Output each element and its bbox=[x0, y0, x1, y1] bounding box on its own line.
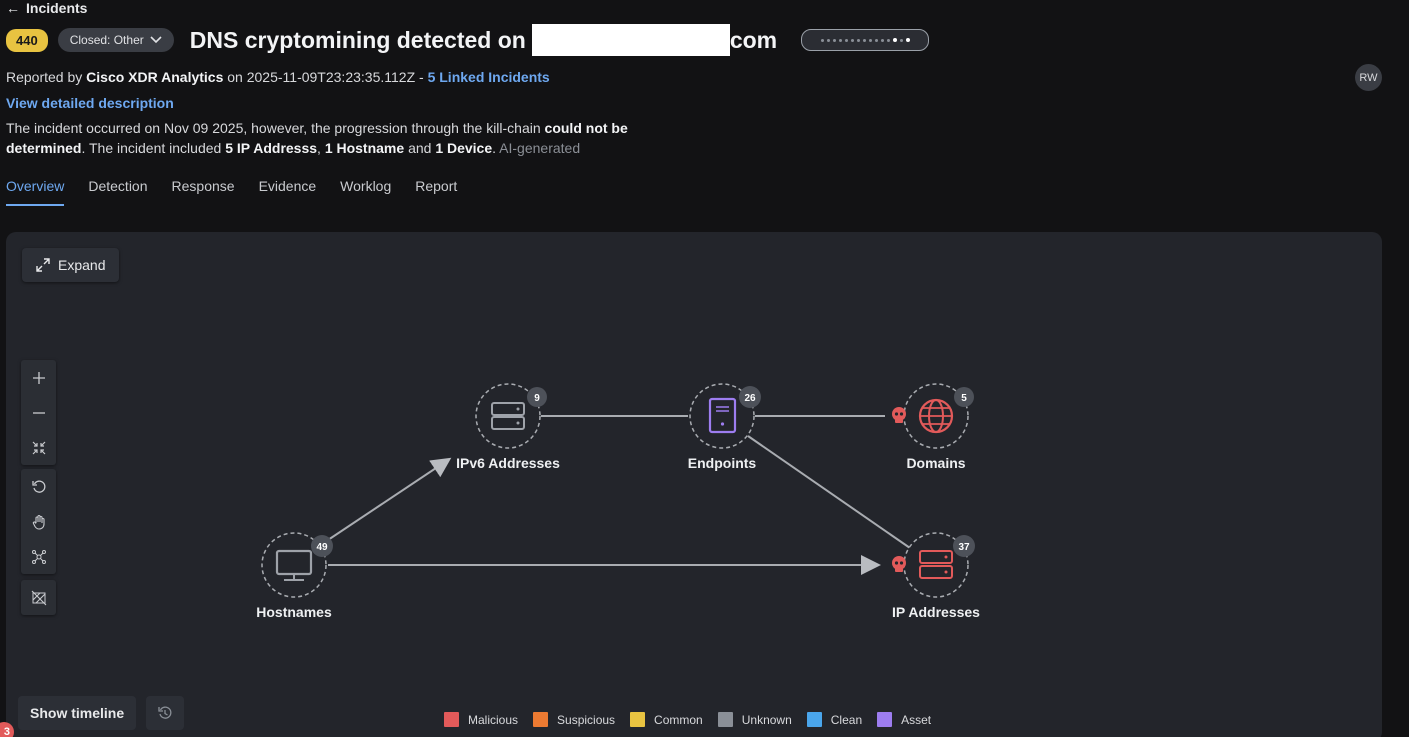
expand-button[interactable]: Expand bbox=[22, 248, 120, 282]
legend-swatch bbox=[444, 712, 459, 727]
skull-icon bbox=[892, 556, 906, 572]
node-domains[interactable]: 5 Domains bbox=[892, 383, 974, 471]
node-count: 49 bbox=[316, 542, 328, 553]
edge-hostnames-ipv6 bbox=[327, 457, 452, 541]
incident-summary: The incident occurred on Nov 09 2025, ho… bbox=[6, 120, 628, 156]
node-ip-addresses[interactable]: 37 IP Addresses bbox=[892, 532, 980, 620]
notification-count-badge[interactable]: 3 bbox=[0, 722, 14, 737]
linked-incidents-link[interactable]: 5 Linked Incidents bbox=[427, 69, 550, 85]
reporter-source: Cisco XDR Analytics bbox=[86, 69, 224, 85]
node-count: 9 bbox=[534, 393, 540, 404]
status-dropdown[interactable]: Closed: Other bbox=[57, 28, 174, 52]
legend-swatch bbox=[877, 712, 893, 727]
status-label: Closed: Other bbox=[69, 33, 144, 47]
node-label: Endpoints bbox=[688, 455, 757, 471]
node-label: IPv6 Addresses bbox=[456, 455, 560, 471]
reset-icon bbox=[31, 479, 45, 493]
layout-icon bbox=[31, 549, 46, 564]
zoom-in-button[interactable] bbox=[21, 360, 56, 395]
tab-report[interactable]: Report bbox=[415, 178, 458, 194]
server-icon bbox=[919, 550, 953, 579]
node-label: IP Addresses bbox=[892, 604, 980, 620]
legend-swatch bbox=[806, 712, 822, 727]
page-title: DNS cryptomining detected on com bbox=[190, 24, 777, 56]
pan-hand-icon bbox=[32, 514, 45, 530]
device-icon bbox=[708, 397, 737, 434]
node-label: Hostnames bbox=[256, 604, 332, 620]
back-label: Incidents bbox=[26, 0, 88, 16]
redacted-domain bbox=[531, 24, 730, 56]
server-icon bbox=[491, 402, 525, 430]
tab-worklog[interactable]: Worklog bbox=[340, 178, 392, 194]
node-ipv6-addresses[interactable]: 9 IPv6 Addresses bbox=[456, 383, 560, 471]
progress-dots-indicator bbox=[801, 29, 930, 51]
ai-generated-label: AI-generated bbox=[499, 140, 581, 156]
legend-swatch bbox=[717, 712, 733, 727]
legend-swatch bbox=[630, 712, 646, 727]
fit-icon bbox=[32, 441, 45, 454]
history-button[interactable] bbox=[146, 696, 184, 730]
node-count: 26 bbox=[744, 393, 756, 404]
priority-score-badge: 440 bbox=[6, 28, 48, 52]
node-label: Domains bbox=[906, 455, 965, 471]
node-count: 37 bbox=[958, 542, 970, 553]
node-hostnames[interactable]: 49 Hostnames bbox=[256, 532, 333, 620]
graph-panel bbox=[6, 232, 1382, 737]
arrow-left-icon: ← bbox=[6, 0, 20, 16]
zoom-out-button[interactable] bbox=[21, 395, 56, 430]
reported-by-line: Reported by Cisco XDR Analytics on 2025-… bbox=[6, 69, 550, 85]
tab-evidence[interactable]: Evidence bbox=[258, 178, 317, 194]
reported-timestamp: 2025-11-09T23:23:35.112Z bbox=[246, 69, 416, 85]
layout-button[interactable] bbox=[21, 539, 56, 574]
node-endpoints[interactable]: 26 Endpoints bbox=[688, 383, 761, 471]
hide-labels-button[interactable] bbox=[21, 580, 56, 615]
graph-zoom-toolbar bbox=[21, 360, 56, 465]
node-count: 5 bbox=[961, 393, 967, 404]
tab-response[interactable]: Response bbox=[171, 178, 235, 194]
monitor-icon bbox=[275, 549, 313, 581]
legend-item-common: Common bbox=[630, 712, 703, 727]
zoom-out-icon bbox=[32, 411, 45, 414]
skull-icon bbox=[892, 407, 906, 423]
legend-item-suspicious: Suspicious bbox=[533, 712, 615, 727]
graph-interaction-toolbar bbox=[21, 469, 56, 574]
edge-endpoints-ip bbox=[747, 435, 911, 549]
legend-item-unknown: Unknown bbox=[717, 712, 792, 727]
legend-item-asset: Asset bbox=[877, 712, 931, 727]
expand-label: Expand bbox=[58, 257, 106, 273]
tab-overview[interactable]: Overview bbox=[6, 178, 65, 206]
legend-item-clean: Clean bbox=[806, 712, 862, 727]
back-to-incidents-link[interactable]: ← Incidents bbox=[6, 0, 87, 16]
incident-header: 440 Closed: Other DNS cryptomining detec… bbox=[6, 24, 930, 56]
tab-bar: Overview Detection Response Evidence Wor… bbox=[6, 178, 457, 206]
legend-item-malicious: Malicious bbox=[444, 712, 518, 727]
reset-button[interactable] bbox=[21, 469, 56, 504]
globe-icon bbox=[918, 398, 954, 434]
graph-visibility-toolbar bbox=[21, 580, 56, 615]
history-icon bbox=[158, 706, 172, 719]
tab-detection[interactable]: Detection bbox=[88, 178, 148, 194]
view-detailed-description-link[interactable]: View detailed description bbox=[6, 95, 174, 111]
zoom-in-icon bbox=[32, 371, 45, 384]
pan-button[interactable] bbox=[21, 504, 56, 539]
legend-swatch bbox=[533, 712, 549, 727]
title-suffix: com bbox=[729, 26, 778, 53]
title-prefix: DNS cryptomining detected on bbox=[189, 26, 526, 53]
expand-icon bbox=[36, 258, 50, 272]
hide-icon bbox=[31, 590, 46, 605]
fit-to-screen-button[interactable] bbox=[21, 430, 56, 465]
graph-legend: Malicious Suspicious Common Unknown Clea… bbox=[444, 712, 931, 727]
show-timeline-button[interactable]: Show timeline bbox=[18, 696, 137, 730]
avatar[interactable]: RW bbox=[1355, 64, 1382, 91]
chevron-down-icon bbox=[150, 36, 162, 44]
